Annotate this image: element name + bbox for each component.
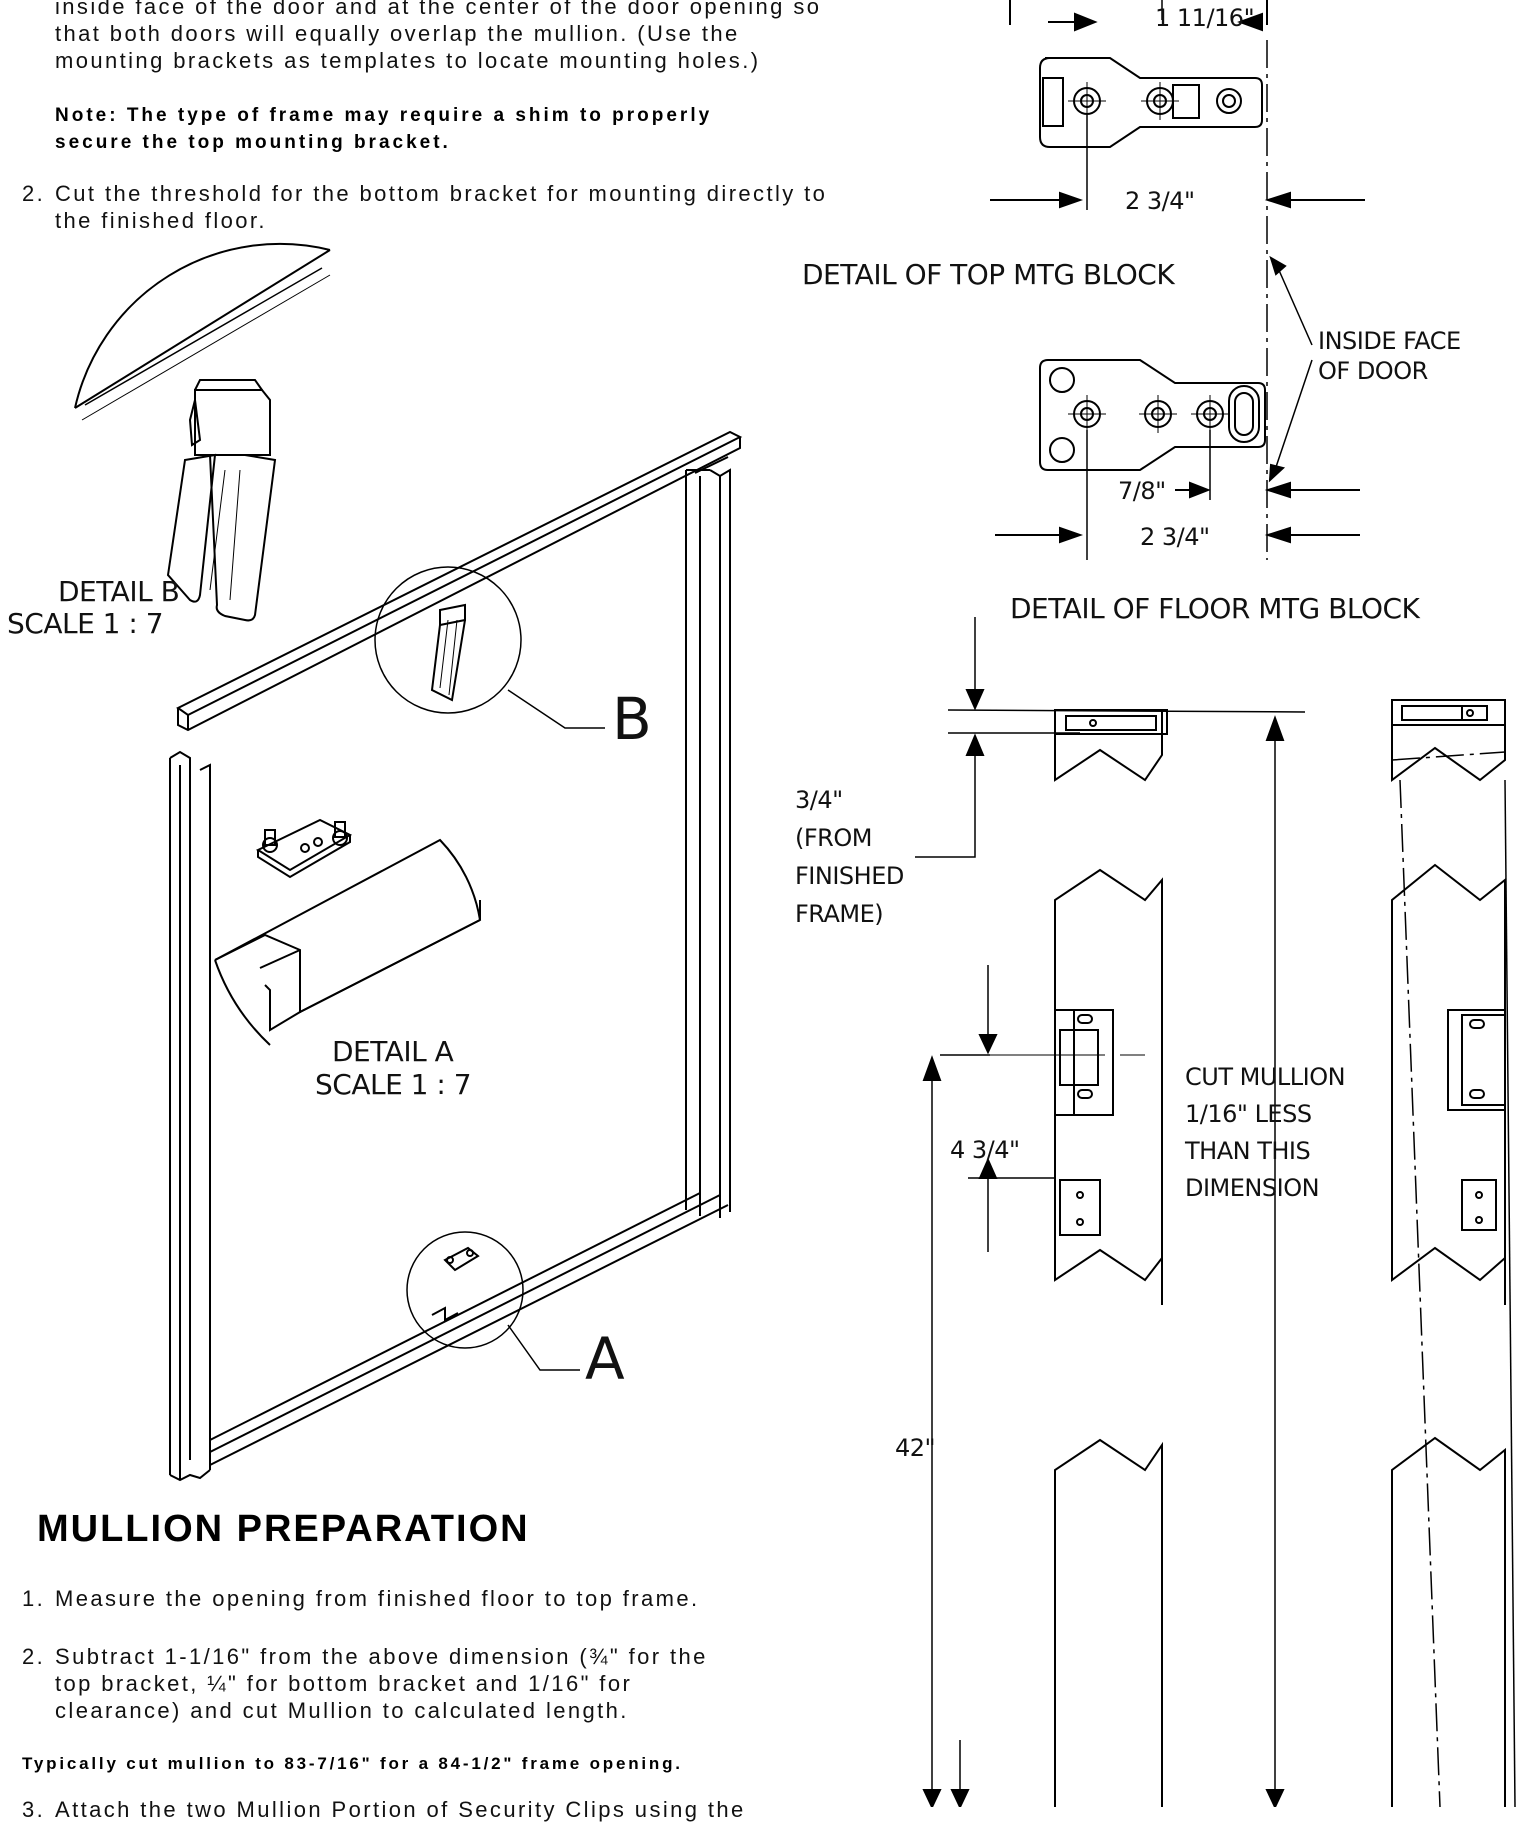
cut-mullion-line-2: 1/16" LESS [1185, 1100, 1312, 1128]
dim-from-1: (FROM [795, 824, 872, 852]
cut-mullion-line-3: THAN THIS [1185, 1137, 1311, 1165]
mullion-prep-heading: MULLION PREPARATION [37, 1508, 530, 1550]
dim-7-8: 7/8" [1118, 477, 1166, 505]
dim-top-2-3-4: 2 3/4" [1125, 187, 1195, 215]
prep-step1-number: 1. [22, 1586, 46, 1611]
detail-a-scale: SCALE 1 : 7 [315, 1068, 472, 1101]
note-line-1: Note: The type of frame may require a sh… [55, 105, 713, 126]
intro-line-1: inside face of the door and at the cente… [55, 0, 822, 19]
detail-a-drawing [214, 818, 482, 1046]
dim-1-11-16: 1 11/16" [1155, 4, 1255, 32]
note-line-2: secure the top mounting bracket. [55, 132, 451, 153]
dim-42: 42" [895, 1434, 936, 1462]
top-mounting-block-drawing [990, 0, 1365, 560]
dim-from-2: FINISHED [795, 862, 904, 890]
cut-mullion-line-1: CUT MULLION [1185, 1063, 1346, 1091]
callout-label-a: A [585, 1325, 625, 1393]
step2-top-line-2: the finished floor. [55, 208, 267, 233]
callout-label-b: B [612, 685, 652, 753]
callout-circle-a [406, 1231, 524, 1349]
top-block-title: DETAIL OF TOP MTG BLOCK [802, 258, 1175, 291]
dim-floor-2-3-4: 2 3/4" [1140, 523, 1210, 551]
mullion-front-elevation [915, 617, 1306, 1807]
frame-top-rail [176, 430, 743, 732]
detail-b-scale: SCALE 1 : 7 [7, 607, 164, 640]
prep-step2-line-1: Subtract 1-1/16" from the above dimensio… [55, 1644, 708, 1669]
detail-a-small-bracket [443, 1246, 480, 1272]
cut-mullion-line-4: DIMENSION [1185, 1174, 1320, 1202]
prep-step2-line-2: top bracket, ¼" for bottom bracket and 1… [55, 1671, 633, 1696]
frame-right-jamb [685, 468, 731, 1218]
intro-line-3: mounting brackets as templates to locate… [55, 48, 761, 73]
detail-a-title: DETAIL A [332, 1035, 454, 1068]
prep-step1: Measure the opening from finished floor … [55, 1586, 700, 1611]
callout-circle-b [374, 566, 522, 714]
inside-face-line-2: OF DOOR [1318, 357, 1428, 385]
prep-step3-number: 3. [22, 1797, 46, 1822]
dim-4-3-4: 4 3/4" [950, 1136, 1020, 1164]
prep-step2-line-3: clearance) and cut Mullion to calculated… [55, 1698, 629, 1723]
mullion-side-elevation [1391, 699, 1516, 1807]
prep-step3: Attach the two Mullion Portion of Securi… [55, 1797, 746, 1822]
step2-top-number: 2. [22, 181, 46, 206]
intro-line-2: that both doors will equally overlap the… [55, 21, 740, 46]
detail-b-drawing [74, 242, 331, 622]
dim-3-4: 3/4" [795, 786, 843, 814]
prep-step2-number: 2. [22, 1644, 46, 1669]
step2-top-line-1: Cut the threshold for the bottom bracket… [55, 181, 828, 206]
frame-bottom [209, 1192, 729, 1466]
detail-b-small-bracket [430, 603, 466, 702]
detail-b-title: DETAIL B [58, 575, 180, 608]
floor-block-title: DETAIL OF FLOOR MTG BLOCK [1010, 592, 1420, 625]
floor-mounting-block-drawing [995, 255, 1360, 560]
prep-typical-note: Typically cut mullion to 83-7/16" for a … [22, 1754, 683, 1773]
inside-face-line-1: INSIDE FACE [1318, 327, 1461, 355]
dim-from-3: FRAME) [795, 900, 884, 928]
frame-left-jamb [169, 750, 211, 1482]
